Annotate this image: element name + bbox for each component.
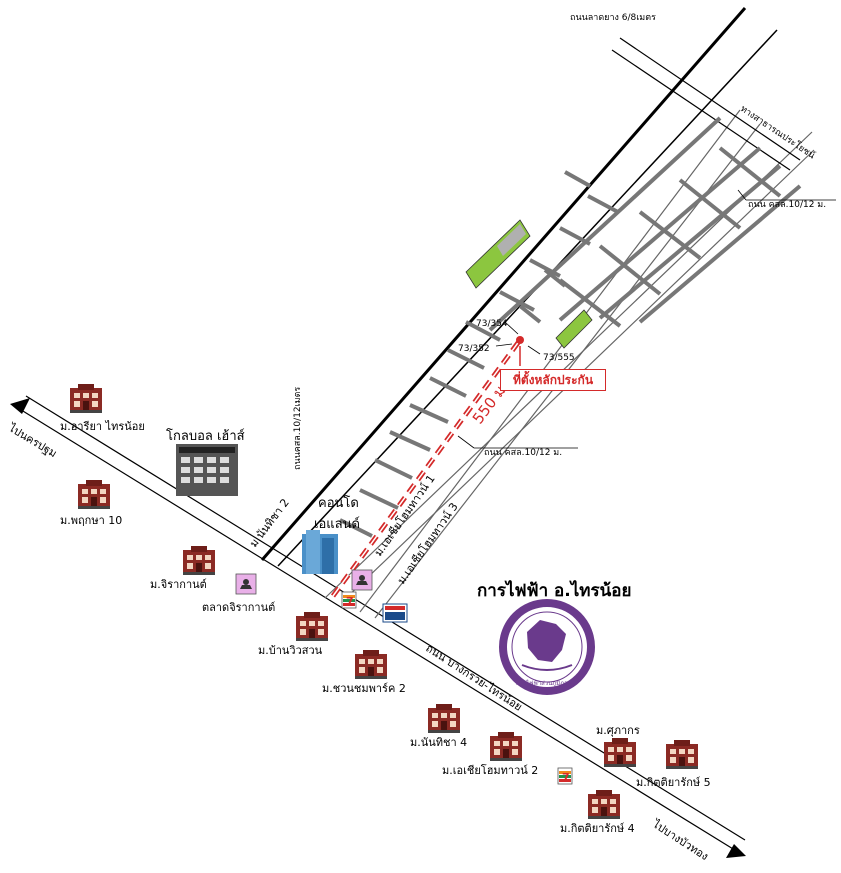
- building-icon: [176, 444, 238, 496]
- market-icon: [235, 573, 257, 595]
- house-icon: [78, 480, 110, 509]
- house-icons: [70, 384, 698, 819]
- arrow-left-icon: [10, 398, 30, 414]
- village-label: ม.บ้านวิวสวน: [258, 644, 323, 657]
- house-icon: [490, 732, 522, 761]
- village-label: ม.อารียา ไทรน้อย: [60, 420, 145, 433]
- landmark-market: ตลาดจิรากานต์: [202, 601, 275, 614]
- road-top: [611, 37, 801, 171]
- soi-label-nanthisa2: ม.นันทิชา 2: [247, 496, 292, 549]
- condo-building-icon: [302, 530, 338, 574]
- seven-eleven-icon: [557, 767, 573, 785]
- village-label: ม.จิรากานต์: [150, 578, 207, 591]
- house-icon: [588, 790, 620, 819]
- village-label: ม.ชวนชมพาร์ค 2: [322, 682, 406, 695]
- village-label: ม.เอเชียโฮมทาวน์ 2: [442, 763, 538, 777]
- road-grid: [488, 116, 802, 332]
- road-label-mid: ถนน คสล.10/12 ม.: [484, 448, 562, 458]
- labels: ถนนลาดยาง 6/8เมตร ทางสาธารณประโยชน์ ถนน …: [6, 13, 827, 863]
- route-path: [330, 336, 524, 598]
- location-label: ที่ตั้งหลักประกัน: [500, 369, 606, 391]
- location-marker-icon: [516, 336, 524, 344]
- road-label-left: ถนนคสล.10/12เมตร: [293, 387, 303, 470]
- landmark-condo: คอนโด: [318, 495, 359, 511]
- road-label-right: ถนน คสล.10/12 ม.: [748, 200, 826, 210]
- road-label-top: ถนนลาดยาง 6/8เมตร: [570, 13, 656, 23]
- pea-title: การไฟฟ้า อ.ไทรน้อย: [477, 580, 631, 601]
- soi-ticks: [339, 170, 619, 538]
- pointer-lines: [457, 189, 836, 449]
- village-label: ม.กิตติยารักษ์ 4: [560, 822, 635, 835]
- pea-seal-text: การไฟฟ้าส่วนภูมิภาค: [516, 679, 572, 687]
- landmark-condo: เอแลนด์: [314, 516, 360, 532]
- village-label: ม.กิตติยารักษ์ 5: [636, 776, 711, 789]
- green-plots: [465, 219, 593, 349]
- market-icon: [351, 569, 373, 591]
- house-icon: [183, 546, 215, 575]
- landmark-golf-house: โกลบอล เฮ้าส์: [166, 428, 245, 444]
- pea-seal-icon: [499, 599, 595, 695]
- road-label-public: ทางสาธารณประโยชน์: [738, 103, 817, 162]
- seven-eleven-icon: [341, 591, 357, 609]
- village-label: ม.พฤกษา 10: [60, 514, 122, 527]
- lot-label: 73/352: [458, 344, 490, 354]
- lot-label: 73/354: [476, 319, 508, 329]
- house-icon: [428, 704, 460, 733]
- house-icon: [70, 384, 102, 413]
- house-icon: [666, 740, 698, 769]
- direction-right: ไปบางบัวทอง: [650, 817, 711, 863]
- village-label: ม.นันทิชา 4: [410, 736, 467, 749]
- direction-left: ไปนครปฐม: [6, 421, 60, 460]
- village-label: ม.ศุภากร: [596, 724, 640, 737]
- house-icon: [604, 738, 636, 767]
- lot-label: 73/555: [543, 353, 575, 363]
- bank-icon: [382, 603, 408, 623]
- house-icon: [355, 650, 387, 679]
- house-icon: [296, 612, 328, 641]
- arrow-right-icon: [726, 844, 746, 858]
